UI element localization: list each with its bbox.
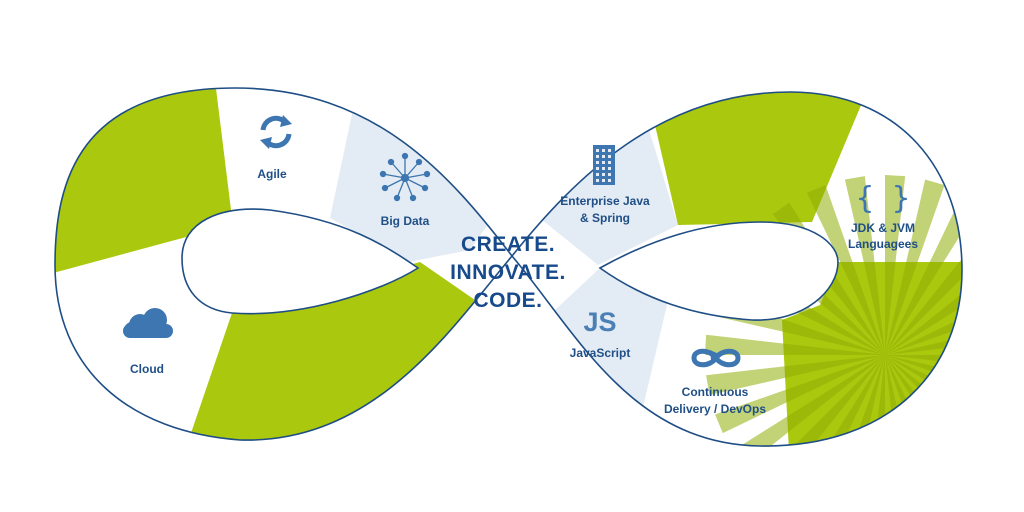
right-hole-outline [598, 221, 839, 321]
sunburst-ray [885, 214, 962, 355]
building-window [596, 161, 599, 164]
building-window [596, 173, 599, 176]
building-window [602, 167, 605, 170]
building-window [596, 179, 599, 182]
sunburst-ray [885, 355, 962, 447]
segment-label-jdk-1: JDK & JVM [851, 221, 915, 235]
sync-arrows-icon [260, 115, 292, 149]
sunburst-ray [885, 355, 962, 447]
sunburst-ray [806, 185, 885, 355]
building-window [596, 155, 599, 158]
segment-label-big-data: Big Data [381, 214, 430, 228]
sunburst-ray [706, 355, 885, 396]
building-window [602, 173, 605, 176]
sunburst-ray [885, 355, 962, 415]
segment-label-enterprise-java-2: & Spring [580, 211, 630, 225]
building-window [608, 167, 611, 170]
building-window [602, 179, 605, 182]
braces-icon: { } [856, 181, 910, 216]
sunburst-ray [732, 355, 885, 447]
building-icon [593, 145, 615, 185]
segment-enterprise-java [505, 100, 678, 265]
js-icon: JS [583, 307, 616, 337]
segment-label-jdk-2: Languagees [848, 237, 918, 251]
building-window [602, 149, 605, 152]
segment-label-cd-2: Delivery / DevOps [664, 402, 766, 416]
segment-label-cloud: Cloud [130, 362, 164, 376]
segment-label-cd-1: Continuous [682, 385, 749, 399]
building-window [608, 155, 611, 158]
infinity-loop-icon [691, 348, 741, 368]
sunburst-ray [885, 314, 962, 355]
left-hole-outline [181, 208, 420, 315]
building-window [602, 161, 605, 164]
sunburst-ray [715, 355, 885, 434]
sunburst-ray [885, 355, 962, 376]
cloud-icon [123, 308, 173, 338]
building-window [608, 179, 611, 182]
segment-label-javascript: JavaScript [570, 346, 631, 360]
segment-label-enterprise-java-1: Enterprise Java [560, 194, 650, 208]
network-nodes-icon [379, 152, 431, 202]
sunburst-ray [885, 276, 962, 355]
sunburst-ray [844, 176, 885, 355]
center-line-code: CODE. [473, 289, 542, 312]
segment-green-left-top [55, 88, 232, 282]
building-window [608, 173, 611, 176]
building-window [596, 167, 599, 170]
sunburst-ray [757, 355, 885, 447]
sunburst-ray [885, 175, 906, 355]
center-line-innovate: INNOVATE. [450, 261, 566, 284]
segment-javascript [512, 268, 670, 420]
segment-label-agile: Agile [257, 167, 287, 181]
building-window [596, 149, 599, 152]
center-line-create: CREATE. [461, 233, 555, 256]
building-window [608, 161, 611, 164]
sunburst-ray [885, 192, 962, 355]
sunburst-ray [885, 179, 945, 355]
building-window [608, 149, 611, 152]
building-window [602, 155, 605, 158]
sunburst-ray [705, 334, 885, 355]
infinity-outline [54, 87, 963, 447]
